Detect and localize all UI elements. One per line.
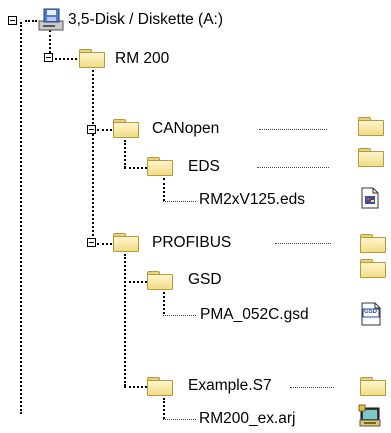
eds-folder-icon <box>147 157 173 176</box>
eds-connector <box>124 167 147 169</box>
arj-file-label[interactable]: RM200_ex.arj <box>199 410 296 427</box>
gsd-file-label[interactable]: PMA_052C.gsd <box>200 306 309 323</box>
rm-connector <box>55 58 77 60</box>
profibus-label[interactable]: PROFIBUS <box>152 234 232 251</box>
example-folder-icon <box>147 377 173 396</box>
canopen-connector <box>97 129 112 131</box>
example-leader-line <box>290 387 334 388</box>
eds-children-line <box>163 178 165 201</box>
eds-right-folder-icon <box>358 148 384 167</box>
gsd-file-connector <box>163 315 196 316</box>
drive-connector <box>25 20 37 22</box>
gsd-right-folder-icon <box>360 259 386 278</box>
canopen-folder-icon <box>113 119 139 138</box>
example-label[interactable]: Example.S7 <box>188 377 272 394</box>
rm-children-line <box>92 70 94 244</box>
gsd-folder-icon <box>147 271 173 290</box>
arj-file-connector <box>163 419 196 420</box>
drive-label[interactable]: 3,5-Disk / Diskette (A:) <box>68 11 224 28</box>
rm200-label[interactable]: RM 200 <box>115 50 170 67</box>
canopen-leader-line <box>259 129 327 130</box>
canopen-right-folder-icon <box>358 117 384 136</box>
profibus-children-line <box>124 254 126 386</box>
drive-tree-line <box>20 22 22 414</box>
gsd-children-line <box>163 292 165 314</box>
rm200-folder-icon <box>79 49 105 68</box>
eds-file-connector <box>163 201 196 202</box>
gsd-file-icon: GSD <box>360 302 382 326</box>
profibus-leader-line <box>275 243 331 244</box>
profibus-right-folder-icon <box>360 234 386 253</box>
profibus-connector <box>97 243 112 245</box>
canopen-label[interactable]: CANopen <box>152 120 220 137</box>
profibus-folder-icon <box>113 233 139 252</box>
arj-archive-icon <box>358 404 382 428</box>
eds-file-icon <box>361 187 379 209</box>
collapse-profibus-button[interactable] <box>87 238 96 247</box>
collapse-rm200-button[interactable] <box>44 53 53 62</box>
eds-leader-line <box>257 167 329 168</box>
floppy-drive-icon <box>37 8 65 32</box>
gsd-label[interactable]: GSD <box>188 271 222 288</box>
collapse-canopen-button[interactable] <box>87 125 96 134</box>
example-right-folder-icon <box>360 377 386 396</box>
canopen-children-line <box>124 140 126 168</box>
collapse-drive-button[interactable] <box>8 16 17 25</box>
example-children-line <box>163 398 165 419</box>
eds-file-label[interactable]: RM2xV125.eds <box>199 191 305 208</box>
gsd-connector <box>124 281 147 283</box>
gsd-badge-text: GSD <box>364 309 378 315</box>
rm-tree-line <box>49 30 51 57</box>
eds-label[interactable]: EDS <box>188 158 220 175</box>
example-connector <box>124 386 147 388</box>
